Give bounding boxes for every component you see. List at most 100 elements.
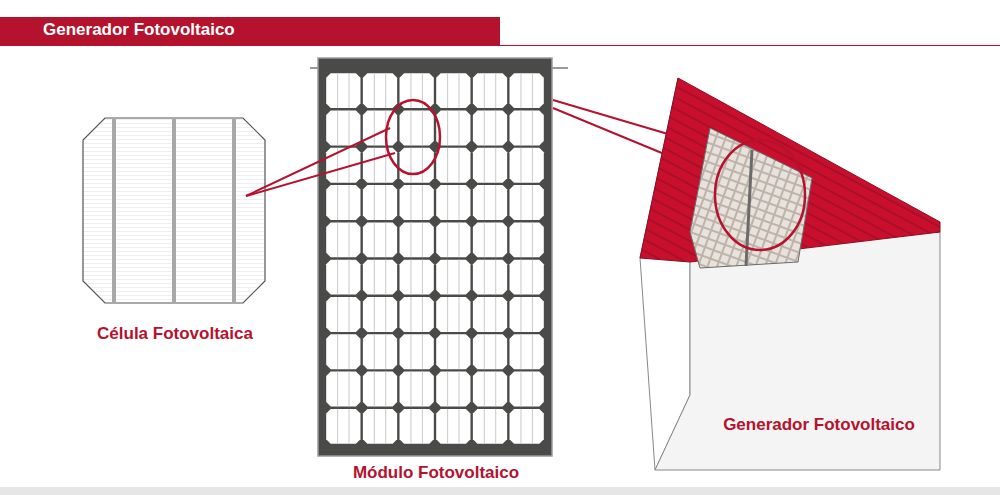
cell-busbar — [349, 260, 350, 295]
cell-busbar — [385, 222, 386, 257]
module-cell — [436, 185, 470, 220]
cell-busbar — [484, 372, 485, 407]
module-cell — [326, 73, 360, 108]
cell-busbar — [495, 148, 496, 183]
module-cell — [400, 148, 434, 183]
module-cell — [400, 372, 434, 407]
cell-busbar — [410, 148, 411, 183]
module-cell — [473, 73, 507, 108]
module-cell — [510, 222, 544, 257]
cell-busbar — [337, 409, 338, 444]
module-cell — [363, 297, 397, 332]
cell-busbar — [422, 372, 423, 407]
cell-busbar — [520, 372, 521, 407]
cell-busbar — [532, 334, 533, 369]
cell-busbar — [374, 185, 375, 220]
cell-busbar — [459, 222, 460, 257]
cell-busbar — [422, 148, 423, 183]
module-cell — [363, 334, 397, 369]
module-cell — [510, 185, 544, 220]
cell-busbar — [520, 148, 521, 183]
cell-busbar — [385, 372, 386, 407]
module-cell — [400, 334, 434, 369]
cell-busbar — [520, 409, 521, 444]
cell-busbar — [484, 409, 485, 444]
module-cell — [473, 222, 507, 257]
cell-busbar — [349, 297, 350, 332]
cell-busbar — [410, 372, 411, 407]
cell-busbar — [349, 334, 350, 369]
cell-busbar — [447, 334, 448, 369]
cell-busbar — [410, 297, 411, 332]
module-cell — [436, 409, 470, 444]
cell-busbar — [532, 185, 533, 220]
module-cell — [436, 297, 470, 332]
cell-busbar — [410, 334, 411, 369]
module-cell — [510, 111, 544, 146]
cell-busbar — [447, 409, 448, 444]
cell-busbar — [484, 111, 485, 146]
cell-busbar — [349, 185, 350, 220]
cell-busbar — [447, 73, 448, 108]
module-cell — [326, 409, 360, 444]
module-cell — [436, 111, 470, 146]
module-cell — [363, 372, 397, 407]
module-cell — [473, 409, 507, 444]
cell-busbar — [447, 111, 448, 146]
cell-busbar — [337, 185, 338, 220]
cell-busbar — [484, 260, 485, 295]
cell-busbar — [410, 185, 411, 220]
cell-busbar — [495, 73, 496, 108]
cell-busbar — [374, 222, 375, 257]
module-cell — [473, 111, 507, 146]
module-cell — [400, 297, 434, 332]
module-cell — [510, 297, 544, 332]
cell-busbar — [337, 297, 338, 332]
header-title: Generador Fotovoltaico — [43, 20, 235, 40]
module-cell — [473, 185, 507, 220]
cell-busbar — [337, 222, 338, 257]
module-cell — [363, 222, 397, 257]
cell-busbar — [495, 372, 496, 407]
cell-busbar — [349, 111, 350, 146]
roof-array — [690, 128, 812, 268]
cell-busbar — [374, 372, 375, 407]
module-cell — [326, 222, 360, 257]
module-cell — [400, 185, 434, 220]
cell-busbar — [385, 260, 386, 295]
cell-busbar — [374, 334, 375, 369]
cell-busbar — [410, 409, 411, 444]
cell-busbar — [520, 73, 521, 108]
cell-busbar — [447, 185, 448, 220]
cell-busbar — [422, 409, 423, 444]
cell-busbar — [484, 297, 485, 332]
cell-busbar — [422, 297, 423, 332]
module-cell — [473, 297, 507, 332]
cell-busbar — [337, 260, 338, 295]
module-cell — [436, 260, 470, 295]
module-cell — [473, 260, 507, 295]
cell-busbar — [447, 297, 448, 332]
cell-busbar — [447, 260, 448, 295]
module-cell — [510, 334, 544, 369]
cell-busbar — [484, 185, 485, 220]
cell-busbar — [422, 111, 423, 146]
cell-busbar — [484, 73, 485, 108]
module-cell — [473, 372, 507, 407]
cell-busbar — [422, 260, 423, 295]
cell-busbar — [520, 111, 521, 146]
footer-strip — [0, 487, 1000, 495]
cell-busbar — [422, 185, 423, 220]
module-cell — [326, 260, 360, 295]
cell-busbar — [374, 111, 375, 146]
module-cell — [400, 409, 434, 444]
cell-busbar — [337, 334, 338, 369]
cell-busbar — [495, 222, 496, 257]
cell-busbar — [459, 260, 460, 295]
cell-busbar — [374, 409, 375, 444]
cell-busbar — [459, 409, 460, 444]
cell-busbar — [422, 222, 423, 257]
module-cell — [363, 409, 397, 444]
cell-busbar — [495, 334, 496, 369]
cell-busbar — [532, 111, 533, 146]
